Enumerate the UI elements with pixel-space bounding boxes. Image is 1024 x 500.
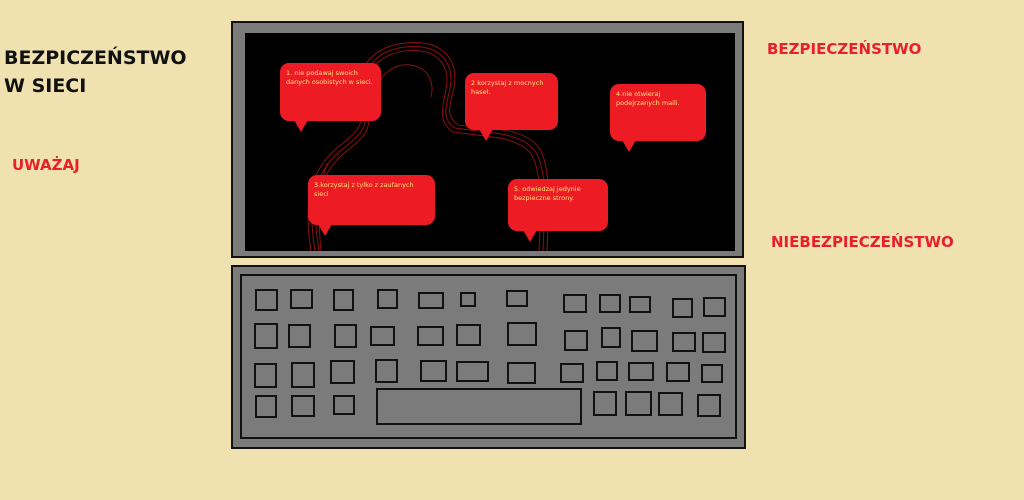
- key: [593, 391, 617, 416]
- key: [596, 361, 618, 381]
- key: [672, 298, 693, 318]
- key: [697, 394, 721, 417]
- key: [625, 391, 652, 416]
- key: [629, 296, 651, 313]
- warning-label: UWAŻAJ: [12, 156, 80, 174]
- key: [456, 361, 489, 382]
- key: [418, 292, 444, 309]
- key: [601, 327, 621, 348]
- key: [334, 324, 357, 348]
- key: [507, 322, 537, 346]
- key: [333, 289, 354, 311]
- key: [702, 332, 726, 353]
- key: [460, 292, 476, 307]
- tip-bubble-1: 1. nie podawaj swoich danych osobistych …: [280, 63, 381, 132]
- key: [375, 359, 398, 383]
- key: [254, 363, 277, 388]
- key: [290, 289, 313, 309]
- key: [672, 332, 696, 352]
- tip-bubble-3: 3.korzystaj z tylko z zaufanych sieci: [308, 175, 435, 236]
- page-title: BEZPICZEŃSTWO W SIECI: [4, 47, 187, 97]
- danger-label: NIEBEZPIECZEŃSTWO: [771, 233, 954, 251]
- key: [563, 294, 587, 313]
- key: [254, 323, 278, 349]
- spacebar-key: [376, 388, 582, 425]
- tip-bubble-5: 5. odwiedzaj jedynie bezpieczne strony.: [508, 179, 608, 242]
- key: [291, 395, 315, 417]
- key: [291, 362, 315, 388]
- key: [599, 294, 621, 313]
- laptop-keyboard-frame: [231, 265, 746, 449]
- key: [288, 324, 311, 348]
- key: [370, 326, 395, 346]
- key: [666, 362, 690, 382]
- key: [420, 360, 447, 382]
- key: [628, 362, 654, 381]
- key: [330, 360, 355, 384]
- key: [506, 290, 528, 307]
- keyboard: [240, 274, 737, 439]
- key: [631, 330, 658, 352]
- key: [560, 363, 584, 383]
- key: [456, 324, 481, 346]
- key: [658, 392, 683, 416]
- laptop-screen-frame: 1. nie podawaj swoich danych osobistych …: [231, 21, 744, 258]
- key: [333, 395, 355, 415]
- key: [417, 326, 444, 346]
- safety-label: BEZPIECZEŃSTWO: [767, 40, 922, 58]
- key: [377, 289, 398, 309]
- tip-bubble-4: 4.nie otwieraj podejrzanych maili.: [610, 84, 706, 152]
- key: [703, 297, 726, 317]
- key: [701, 364, 723, 383]
- key: [255, 289, 278, 311]
- key: [255, 395, 277, 418]
- tip-bubble-2: 2 korzystaj z mocnych haseł.: [465, 73, 558, 141]
- laptop-screen: 1. nie podawaj swoich danych osobistych …: [245, 33, 735, 251]
- key: [507, 362, 536, 384]
- key: [564, 330, 588, 351]
